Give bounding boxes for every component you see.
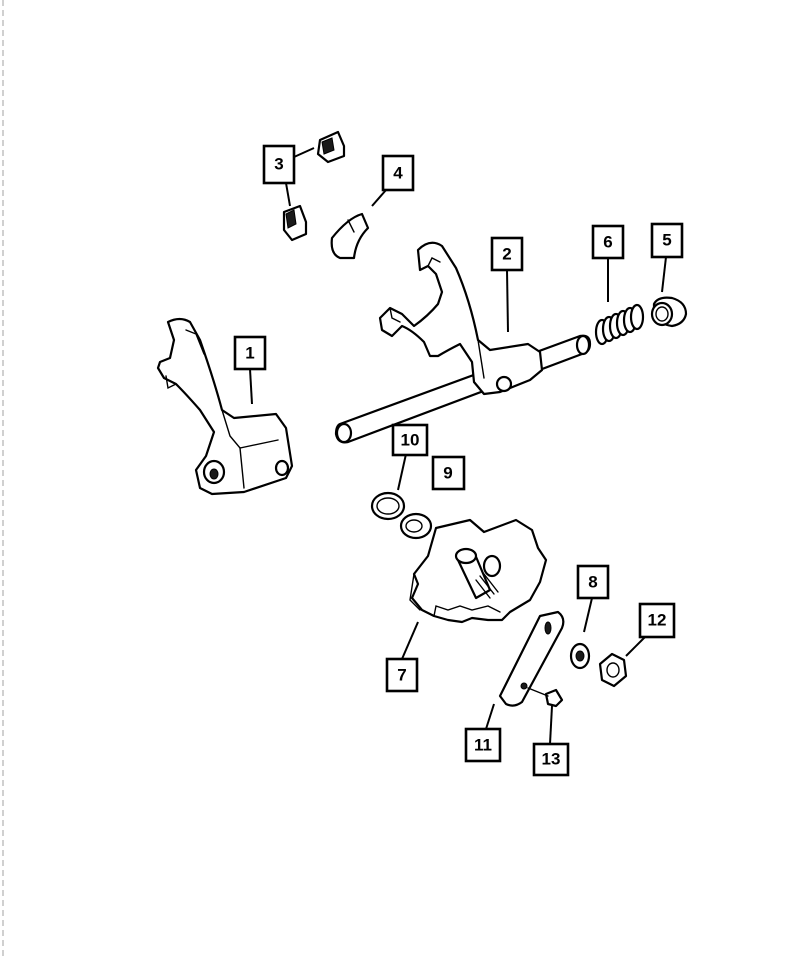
link-bar [498,610,565,707]
callout-7-label: 7 [397,666,406,685]
seal-ring [399,512,433,540]
leader-lines [249,147,667,745]
callout-5: 5 [650,222,684,259]
hex-nut [598,652,628,688]
callout-11: 11 [464,727,502,763]
shift-fork-rail [334,241,592,444]
callout-7: 7 [385,657,419,693]
callout-6-label: 6 [603,233,612,252]
callout-12-label: 12 [648,611,667,630]
callout-3-label: 3 [274,155,283,174]
callout-5-label: 5 [662,231,671,250]
callout-9-label: 9 [443,464,452,483]
callout-13: 13 [532,742,570,777]
shift-lever-plate [409,518,548,624]
bushing [650,296,688,328]
callout-8: 8 [576,564,610,600]
fork-pads [282,130,346,242]
callout-11-label: 11 [474,736,492,755]
callout-4: 4 [381,154,415,192]
callout-2-label: 2 [502,245,511,264]
callout-13-label: 13 [542,750,561,769]
spring [594,303,645,346]
washer-ring [370,491,406,521]
shift-fork-left [156,317,294,496]
callout-10-label: 10 [401,431,420,450]
callout-1-label: 1 [245,344,254,363]
callout-8-label: 8 [588,573,597,592]
callout-10: 10 [391,423,429,457]
callout-12: 12 [638,602,676,639]
callout-9: 9 [431,455,466,491]
callout-3: 3 [262,144,296,185]
callout-6: 6 [591,224,625,260]
callout-1: 1 [233,335,267,371]
small-screw [527,687,564,708]
callout-4-label: 4 [393,164,403,183]
callout-2: 2 [490,236,524,272]
flat-washer [569,642,591,670]
curved-pad [330,212,370,260]
